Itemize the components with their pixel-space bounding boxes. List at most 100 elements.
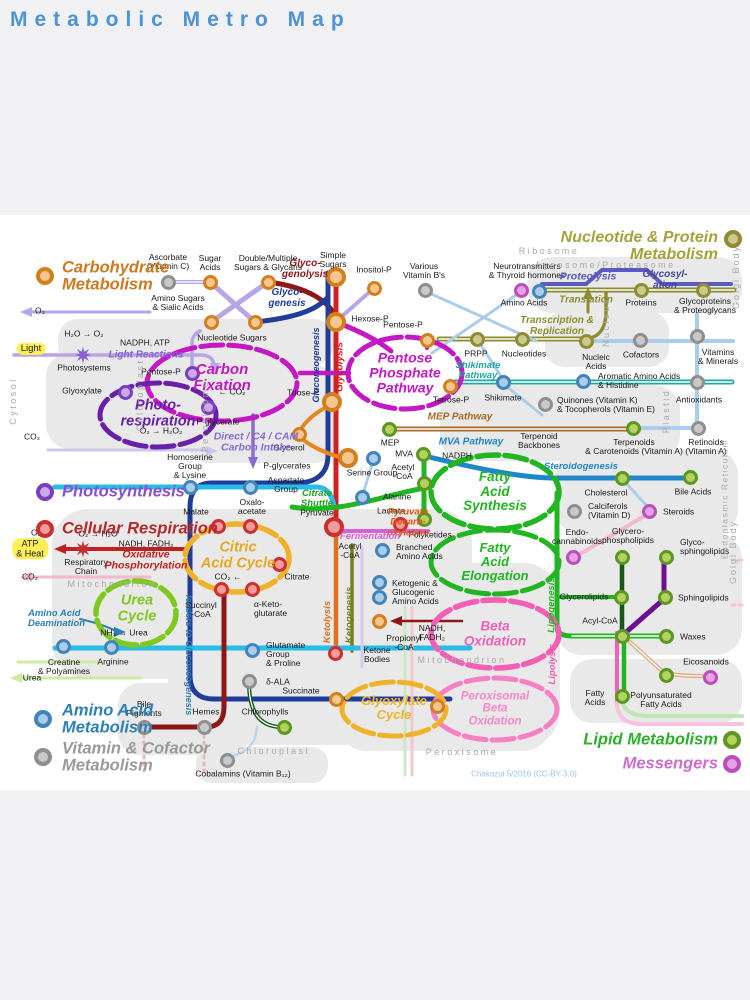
label-bile-acids: Bile Acids [675, 487, 712, 496]
label-co2-fixation-line-0: ← CO₂ [218, 386, 246, 397]
label-endocannabinoids: Endo-cannabinoids [552, 527, 602, 546]
label-homoserine-line-2: & Lysine [173, 470, 207, 481]
label-attribution: Chakazul 5/2016 (CC-BY 3.0) [471, 770, 577, 780]
label-acetyl-coa-ferm: Acetyl-CoA [338, 541, 361, 560]
station-bile-pigments [136, 719, 152, 735]
legend-carbohydrate-metabolism-line-1: Metabolism [62, 276, 153, 294]
label-light-reactions: Light Reactions [108, 350, 183, 362]
label-oxidative-phosphorylation-line-1: Phosphorylation [104, 560, 188, 572]
label-sphingolipids-line-0: Sphingolipids [678, 592, 729, 603]
label-nadh-fadh2-beta: NADH,FADH₂ [419, 623, 445, 642]
label-glycero-phospholipids: Glycero-phospholipids [602, 525, 654, 545]
station-ketogenic-a [371, 574, 387, 590]
line-sugar-cross-b [208, 279, 271, 325]
station-mva [415, 446, 431, 462]
legend-photosynthesis-line-0: Photosynthesis [62, 482, 185, 501]
label-mitochondrion-2: Mitochondrion [417, 655, 506, 666]
loop-fatty-acid-elongation-loop [428, 527, 562, 597]
label-pyruvate-line-0: Pyruvate [300, 507, 334, 518]
label-amino-acid-deamination-line-1: Deamination [28, 618, 86, 629]
label-eicosanoids: Eicosanoids [683, 657, 729, 666]
label-p-glycerates: P-glycerates [263, 461, 310, 470]
label-glycolysis: Glycolysis [335, 342, 347, 392]
legend-dot-lipid-metabolism [723, 731, 741, 749]
legend-cellular-respiration: Cellular Respiration [62, 520, 218, 537]
station-fatty-acids [614, 688, 630, 704]
label-fatty-acids-line-1: Acids [584, 697, 606, 707]
label-peroxisome-2: Peroxisome [426, 747, 499, 758]
label-cobalamins: Cobalamins (Vitamin B₁₂) [195, 769, 290, 778]
line-steroid-endo-link [578, 513, 648, 556]
label-inositol-p: Inositol-P [356, 265, 391, 274]
label-cholesterol-line-0: Cholesterol [584, 487, 628, 498]
legend-vitamin-cofactor-metabolism-line-1: Metabolism [62, 757, 153, 775]
station-glycerolipids [613, 589, 629, 605]
label-quinones-line-1: & Tocopherols (Vitamin E) [557, 404, 655, 414]
label-retinoids-line-1: (Vitamin A) [685, 446, 727, 456]
station-tetrose-p [442, 378, 458, 394]
label-simple-sugars-line-1: Sugars [319, 259, 347, 269]
legend-lipid-metabolism: Lipid Metabolism [583, 731, 718, 748]
label-creatine-line-1: & Polyamines [38, 666, 90, 676]
line-amino-line-upper [52, 484, 337, 510]
label-urea-cycle-line-0: Urea [120, 592, 154, 609]
label-mva-pathway: MVA Pathway [439, 437, 503, 449]
label-co2-citric: CO₂ ← [215, 572, 242, 581]
label-glycoproteins-line-1: & Proteoglycans [674, 305, 736, 315]
label-glycogenolysis: Glyco-genolysis [281, 258, 329, 281]
label-pyruvate-decarboxylation-line-1: Decarb- [390, 516, 426, 528]
station-amino-acids [531, 283, 547, 299]
label-glycogenolysis-line-1: genolysis [281, 269, 329, 280]
arrow-deamination-arrow [114, 627, 126, 637]
station-lactate [392, 516, 408, 532]
label-glycero-phospholipids-line-0: Glycero- [611, 525, 645, 536]
label-lipogenesis-line-0: Lipogenesis [545, 577, 557, 633]
station-antioxidants [689, 374, 705, 390]
station-pyruvate [324, 517, 344, 537]
legend-amino-acid-metabolism-line-0: Amino Acid [62, 701, 154, 720]
label-peroxisomal-beta-oxidation-line-0: Peroxisomal [460, 690, 530, 703]
label-acetyl-coa-fas-line-0: Acetyl [391, 461, 415, 472]
station-prpp [469, 331, 485, 347]
label-citrate-shuttle-line-1: Shuttle [300, 498, 334, 509]
label-terpenoid-backbones-line-0: Terpenoid [520, 430, 558, 441]
label-lipogenesis: Lipogenesis [545, 577, 557, 633]
label-creatine-line-0: Creatine [47, 656, 81, 667]
label-glycosylation-line-0: Glycosyl- [642, 269, 688, 281]
station-eicosanoids [702, 669, 718, 685]
label-arginine-line-0: Arginine [97, 656, 129, 667]
label-polyunsaturated-line-0: Polyunsaturated [630, 689, 692, 700]
label-steroidogenesis-line-0: Steroidogenesis [544, 460, 618, 472]
label-polyketides: Polyketides [408, 530, 451, 539]
label-transcription-replication-line-0: Transcription & [520, 315, 594, 327]
label-homoserine-line-1: Group [178, 461, 202, 472]
label-various-vitamin-b-line-1: Vitamin B's [402, 270, 446, 280]
line-shikimate-diag-a [477, 340, 504, 380]
label-succinate-line-0: Succinate [282, 685, 320, 696]
label-glutamate-line-2: & Proline [266, 658, 301, 669]
label-glyco-sphingolipids-line-0: Glyco- [680, 536, 705, 547]
label-bile-pigments-line-1: Pigments [126, 708, 162, 718]
station-amino-sugars-b [247, 314, 263, 330]
station-glycero-phospholipids [614, 549, 630, 565]
arrow-co2-intake-arrow [206, 446, 218, 456]
label-succinate: Succinate [282, 686, 319, 695]
label-proteolysis: Proteolysis [560, 271, 617, 282]
label-h2o-o2-line-0: H₂O → O₂ [64, 328, 104, 339]
label-plastid-v-line-0: Plastid [661, 388, 672, 434]
label-oxaloacetate: Oxalo-acetate [238, 497, 266, 516]
label-mva-line-0: MVA [395, 448, 413, 459]
label-glyoxylate-ps-line-0: Glyoxylate [62, 385, 102, 396]
label-amino-acid-deamination-line-0: Amino Acid [28, 607, 81, 619]
label-terpenoid-backbones-line-1: Backbones [517, 440, 561, 450]
label-chloroplast-2: Chloroplast [237, 746, 310, 757]
label-homoserine-line-0: Homoserine [167, 452, 213, 463]
station-aromatic-amino-acids [575, 373, 591, 389]
label-amino-sugars: Amino Sugars& Sialic Acids [151, 293, 204, 312]
